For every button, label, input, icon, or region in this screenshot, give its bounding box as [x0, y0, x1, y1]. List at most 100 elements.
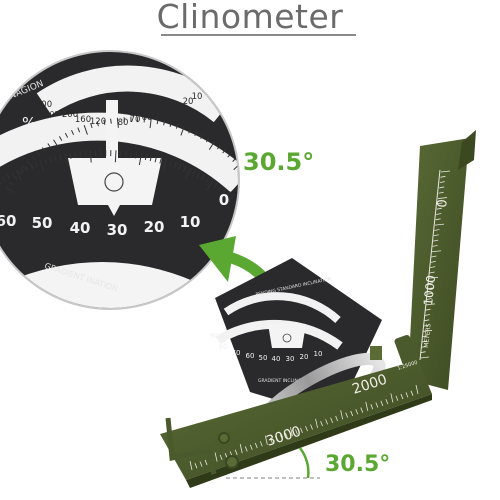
scale-tick: [431, 255, 437, 258]
scale-tick: [426, 298, 432, 300]
scale-tick: [41, 147, 46, 152]
scale-tick: [424, 314, 430, 316]
scale-tick: [422, 330, 433, 332]
scale-tick: [162, 159, 167, 171]
scale-tick: [375, 402, 379, 408]
inner-label-300: 300: [45, 110, 58, 118]
plate-label-60: 60: [246, 352, 255, 360]
scale-tick: [390, 393, 394, 403]
scale-tick: [439, 181, 445, 184]
scale-tick: [440, 170, 451, 173]
scale-tick: [427, 287, 433, 290]
plate-label-70: 70: [232, 349, 241, 357]
angle-reading-bottom: 30.5°: [325, 452, 391, 477]
scale-tick: [9, 181, 14, 186]
scale-tick: [433, 234, 439, 237]
pointer-needle: [106, 100, 118, 158]
scale-tick: [89, 150, 92, 163]
lid-label-meters: METERS: [423, 323, 433, 348]
scale-tick: [239, 444, 243, 454]
scale-tick: [149, 155, 153, 162]
plate-gradient-text: GRADIENT INCLINATION: [258, 378, 311, 384]
scale-tick: [125, 151, 127, 158]
scale-tick: [5, 187, 15, 194]
scale-tick: [254, 442, 258, 449]
scale-tick: [6, 174, 11, 180]
scale-tick: [54, 155, 57, 163]
scale-tick: [425, 303, 436, 306]
title-underline: [161, 34, 356, 36]
outer-label-30: 30: [107, 221, 128, 239]
inner-label-40: 40: [163, 106, 174, 116]
plate-label-30: 30: [286, 355, 295, 363]
scale-tick: [400, 393, 404, 400]
scale-tick: [163, 120, 166, 126]
scale-tick: [439, 186, 445, 189]
scale-tick: [320, 420, 323, 427]
scale-tick: [360, 407, 364, 413]
scale-tick: [226, 194, 235, 205]
scale-tick: [173, 162, 177, 169]
scale-tick: [178, 164, 182, 170]
scale-tick: [2, 176, 6, 183]
scale-tick: [421, 340, 427, 343]
scale-tick: [25, 165, 29, 172]
scale-tick: [395, 395, 399, 401]
scale-tick: [264, 435, 268, 445]
scale-tick: [275, 436, 278, 442]
scale-tick: [156, 119, 159, 125]
scale-tick: [415, 384, 419, 395]
plate-label-80: 80: [219, 343, 228, 351]
scale-tick: [436, 207, 442, 210]
scale-tick: [168, 160, 172, 167]
scale-tick: [96, 121, 99, 127]
outer-label-0: 0: [219, 191, 229, 209]
scale-tick: [34, 161, 38, 168]
scale-tick: [83, 125, 88, 135]
scale-tick: [437, 202, 443, 205]
scale-tick: [345, 412, 349, 418]
scale-tick: [419, 356, 430, 359]
compass-lid: [400, 138, 470, 390]
scale-tick: [175, 123, 179, 129]
scale-tick: [237, 200, 238, 206]
plate-label-10: 10: [314, 350, 323, 358]
scale-tick: [437, 197, 448, 199]
scale-tick: [44, 158, 48, 165]
scale-tick: [428, 276, 439, 279]
scale-tick: [188, 128, 192, 134]
scale-tick: [144, 154, 147, 161]
scale-tick: [432, 245, 438, 247]
outer-label-10: 10: [180, 213, 201, 231]
scale-tick: [285, 432, 288, 439]
pointer-window: [68, 158, 162, 205]
scale-tick: [20, 167, 24, 174]
scale-tick: [433, 239, 439, 242]
scale-tick: [232, 157, 237, 162]
scale-tick: [200, 174, 205, 181]
scale-tick: [440, 175, 446, 178]
scale-tick: [234, 449, 238, 455]
scale-tick: [427, 292, 433, 295]
scale-tick: [208, 140, 216, 150]
scale-tick: [130, 151, 132, 158]
scale-tick: [370, 404, 374, 410]
plate-label-20: 20: [300, 353, 309, 361]
pointer-tip: [108, 205, 120, 216]
inner-label-80: 80: [118, 118, 129, 128]
scale-tick: [310, 424, 313, 430]
scale-tick: [420, 351, 426, 354]
scale-tick: [335, 415, 339, 422]
scale-tick: [410, 390, 414, 396]
scale-tick: [79, 151, 82, 158]
scale-tick: [436, 213, 442, 215]
scale-tick: [430, 260, 436, 263]
scale-tick: [64, 153, 68, 166]
inner-scale-band: [36, 65, 231, 123]
pointer-pivot: [104, 172, 124, 192]
scale-tick: [49, 157, 52, 164]
plate-label-40: 40: [272, 355, 281, 363]
scale-tick: [340, 410, 344, 420]
scale-tick: [423, 324, 429, 327]
scale-tick: [269, 437, 273, 444]
